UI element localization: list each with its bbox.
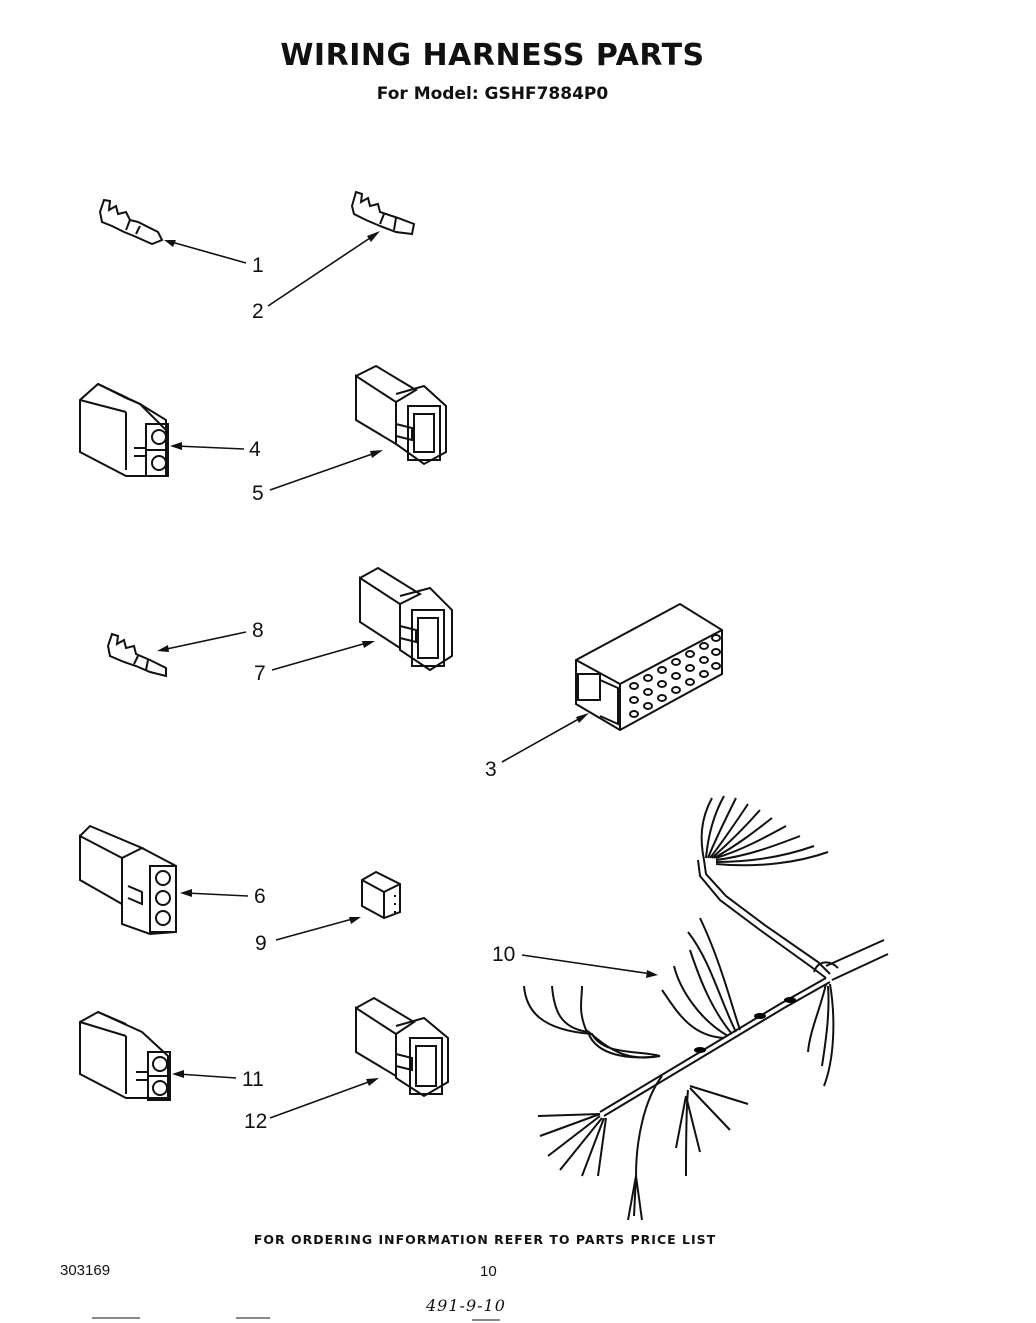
leader-5 xyxy=(269,451,379,491)
arrowhead-12 xyxy=(366,1078,379,1086)
multi-pin-connector-block-icon xyxy=(575,602,723,732)
callout-11: 11 xyxy=(242,1068,264,1091)
callout-7: 7 xyxy=(254,662,266,685)
three-pin-connector-icon xyxy=(79,824,177,936)
callout-5: 5 xyxy=(252,482,264,505)
leader-10 xyxy=(521,954,653,975)
document-number: 303169 xyxy=(60,1262,111,1279)
model-subtitle: For Model: GSHF7884P0 xyxy=(376,84,609,104)
arrowhead-10 xyxy=(646,970,658,978)
callout-9: 9 xyxy=(255,932,267,955)
leader-1 xyxy=(167,240,247,264)
callout-2: 2 xyxy=(252,300,264,323)
arrowhead-7 xyxy=(362,641,375,648)
male-terminal-icon xyxy=(98,198,164,246)
arrowhead-9 xyxy=(349,917,361,924)
leader-7 xyxy=(271,641,371,671)
leader-6 xyxy=(185,892,249,897)
callout-12: 12 xyxy=(244,1110,267,1133)
ordering-info-note: FOR ORDERING INFORMATION REFER TO PARTS … xyxy=(253,1232,717,1247)
two-pin-connector-icon xyxy=(79,1010,171,1101)
callout-1: 1 xyxy=(252,254,264,277)
female-terminal-icon xyxy=(350,190,416,236)
two-pin-connector-icon xyxy=(79,382,169,477)
wiring-harness-icon xyxy=(523,795,889,1221)
arrowhead-4 xyxy=(170,442,182,450)
handwritten-code: 491-9-10 xyxy=(426,1296,506,1315)
leader-4 xyxy=(175,445,245,450)
arrowhead-2 xyxy=(367,231,380,242)
terminal-icon xyxy=(106,632,167,678)
leader-12 xyxy=(269,1079,375,1119)
arrowhead-8 xyxy=(157,645,169,652)
two-pin-receptacle-icon xyxy=(355,364,447,466)
callout-4: 4 xyxy=(249,438,261,461)
callout-8: 8 xyxy=(252,619,264,642)
arrowhead-11 xyxy=(172,1070,184,1078)
page-title: WIRING HARNESS PARTS xyxy=(280,38,705,73)
arrowhead-1 xyxy=(164,240,176,247)
callout-10: 10 xyxy=(492,943,515,966)
page-number: 10 xyxy=(480,1263,497,1280)
arrowhead-5 xyxy=(370,450,383,458)
leader-8 xyxy=(161,631,247,651)
pin-holes xyxy=(629,634,721,718)
leader-11 xyxy=(177,1073,237,1079)
leader-3 xyxy=(501,715,585,763)
leader-2 xyxy=(267,233,377,307)
two-pin-receptacle-icon xyxy=(359,566,453,672)
arrowhead-3 xyxy=(576,713,589,723)
small-connector-icon xyxy=(361,870,401,920)
callout-6: 6 xyxy=(254,885,266,908)
callout-3: 3 xyxy=(485,758,497,781)
leader-9 xyxy=(275,917,357,941)
arrowhead-6 xyxy=(180,889,192,897)
two-pin-receptacle-icon xyxy=(355,996,449,1098)
